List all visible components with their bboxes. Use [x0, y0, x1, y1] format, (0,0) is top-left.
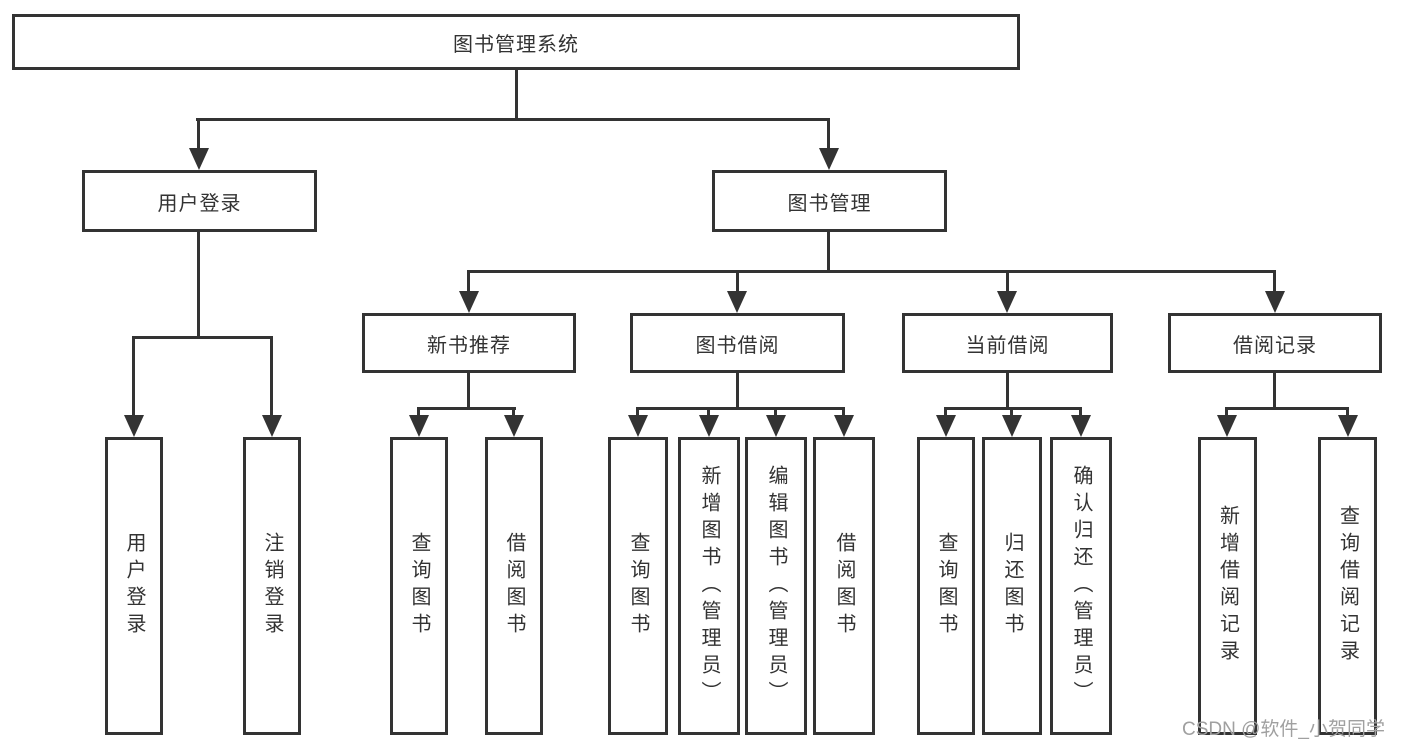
connector-line [1006, 270, 1009, 293]
connector-line [736, 270, 739, 293]
leaf-borrow-books: 借阅图书 [813, 437, 875, 735]
arrow-down-icon [1217, 415, 1237, 437]
node-current-borrow: 当前借阅 [902, 313, 1113, 373]
node-book-borrow: 图书借阅 [630, 313, 845, 373]
connector-line [827, 232, 830, 273]
arrow-down-icon [1338, 415, 1358, 437]
connector-line [132, 336, 273, 339]
leaf-label: 编辑图书（管理员） [765, 464, 787, 708]
arrow-down-icon [504, 415, 524, 437]
leaf-edit-books-admin: 编辑图书（管理员） [745, 437, 807, 735]
leaf-label: 注销登录 [261, 532, 283, 640]
connector-line [512, 407, 515, 417]
arrow-down-icon [727, 291, 747, 313]
connector-line [636, 407, 639, 417]
node-new-book-recommend: 新书推荐 [362, 313, 576, 373]
connector-line [467, 270, 470, 293]
leaf-label: 归还图书 [1001, 532, 1023, 640]
leaf-label: 查询借阅记录 [1336, 505, 1359, 667]
connector-line [467, 270, 1276, 273]
arrow-down-icon [997, 291, 1017, 313]
leaf-user-login: 用户登录 [105, 437, 163, 735]
leaf-label: 新增图书（管理员） [698, 464, 720, 708]
connector-line [1006, 373, 1009, 410]
connector-line [467, 373, 470, 410]
connector-line [774, 407, 777, 417]
connector-line [1225, 407, 1349, 410]
leaf-query-books: 查询图书 [608, 437, 668, 735]
connector-line [270, 336, 273, 417]
connector-line [417, 407, 516, 410]
arrow-down-icon [834, 415, 854, 437]
connector-line [1346, 407, 1349, 417]
leaf-borrow-books: 借阅图书 [485, 437, 543, 735]
node-borrow-records: 借阅记录 [1168, 313, 1382, 373]
connector-line [1079, 407, 1082, 417]
leaf-label: 确认归还（管理员） [1070, 464, 1092, 708]
arrow-down-icon [1265, 291, 1285, 313]
leaf-add-borrow-record: 新增借阅记录 [1198, 437, 1257, 735]
connector-line [707, 407, 710, 417]
connector-line [1225, 407, 1228, 417]
leaf-query-books: 查询图书 [390, 437, 448, 735]
arrow-down-icon [124, 415, 144, 437]
leaf-label: 查询图书 [408, 532, 430, 640]
leaf-label: 新增借阅记录 [1216, 505, 1239, 667]
connector-line [636, 407, 845, 410]
node-user-login: 用户登录 [82, 170, 317, 232]
connector-line [197, 232, 200, 339]
arrow-down-icon [189, 148, 209, 170]
connector-line [842, 407, 845, 417]
leaf-label: 借阅图书 [833, 532, 855, 640]
arrow-down-icon [699, 415, 719, 437]
leaf-label: 借阅图书 [503, 532, 525, 640]
connector-line [515, 70, 518, 118]
connector-line [196, 118, 830, 121]
arrow-down-icon [459, 291, 479, 313]
arrow-down-icon [936, 415, 956, 437]
connector-line [1273, 373, 1276, 410]
arrow-down-icon [819, 148, 839, 170]
leaf-query-books: 查询图书 [917, 437, 975, 735]
connector-line [417, 407, 420, 417]
connector-line [1010, 407, 1013, 417]
arrow-down-icon [766, 415, 786, 437]
connector-line [736, 373, 739, 410]
connector-line [197, 118, 200, 151]
connector-line [132, 336, 135, 417]
leaf-label: 用户登录 [123, 532, 145, 640]
leaf-query-borrow-record: 查询借阅记录 [1318, 437, 1377, 735]
connector-line [1273, 270, 1276, 293]
csdn-watermark: CSDN @软件_小贺同学 [1182, 719, 1385, 740]
leaf-label: 查询图书 [935, 532, 957, 640]
node-root-book-management-system: 图书管理系统 [12, 14, 1020, 70]
leaf-add-books-admin: 新增图书（管理员） [678, 437, 740, 735]
arrow-down-icon [1071, 415, 1091, 437]
connector-line [944, 407, 947, 417]
leaf-logout: 注销登录 [243, 437, 301, 735]
leaf-label: 查询图书 [627, 532, 649, 640]
connector-line [827, 118, 830, 151]
arrow-down-icon [409, 415, 429, 437]
arrow-down-icon [628, 415, 648, 437]
leaf-return-books: 归还图书 [982, 437, 1042, 735]
arrow-down-icon [262, 415, 282, 437]
node-book-management: 图书管理 [712, 170, 947, 232]
leaf-confirm-return-admin: 确认归还（管理员） [1050, 437, 1112, 735]
arrow-down-icon [1002, 415, 1022, 437]
